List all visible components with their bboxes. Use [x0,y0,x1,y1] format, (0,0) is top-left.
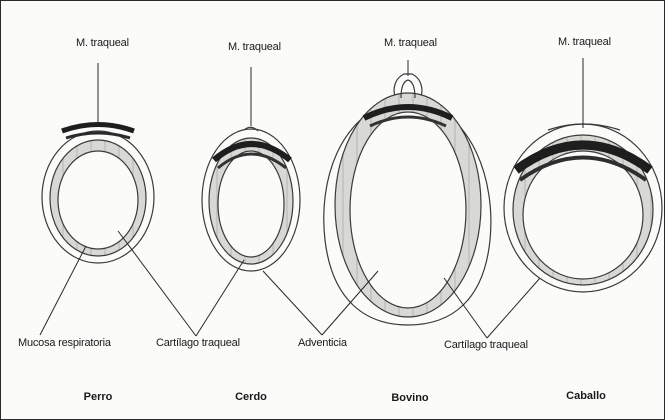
mucosa-label: Mucosa respiratoria [18,337,111,349]
species-label-horse: Caballo [566,390,606,402]
leader-cartilage-dog [118,231,196,336]
species-label-pig: Cerdo [235,391,267,403]
pig-trachea-section [202,127,300,271]
leader-cartilage-pig [196,260,244,336]
leader-cartilage-cattle [444,278,487,338]
horse-trachea-section [504,124,662,292]
cartilage-label-left: Cartílago traqueal [156,337,240,349]
species-label-dog: Perro [84,391,113,403]
adventitia-label: Adventicia [298,337,347,349]
muscle-label-pig: M. traqueal [228,41,281,53]
cartilage-label-right: Cartílago traqueal [444,339,528,351]
species-label-cattle: Bovino [391,392,428,404]
muscle-label-horse: M. traqueal [558,36,611,48]
muscle-label-dog: M. traqueal [76,37,129,49]
leader-cartilage-horse [487,278,540,338]
dog-trachea-section [42,125,154,264]
leader-adventitia-cattle [322,271,378,335]
cattle-trachea-section [324,74,491,325]
leader-mucosa-dog [40,246,86,335]
leader-adventitia-pig [263,271,322,335]
muscle-label-cattle: M. traqueal [384,37,437,49]
